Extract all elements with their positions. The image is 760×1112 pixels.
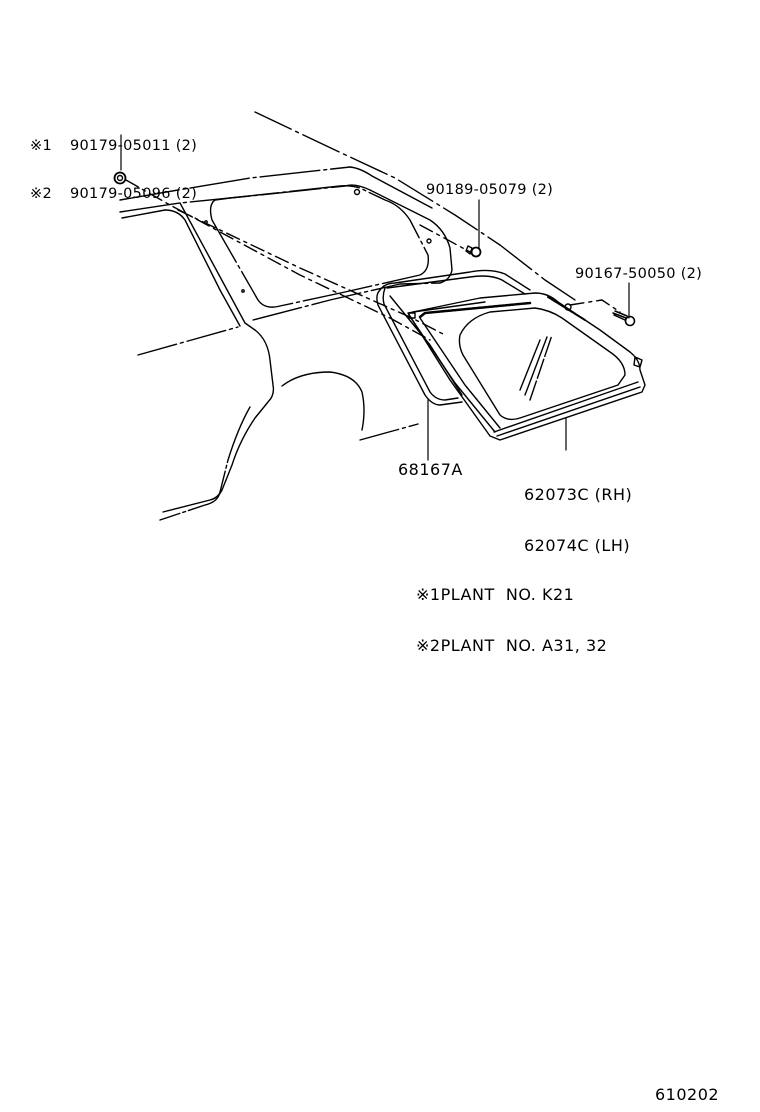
note-mark: ※2 [30,186,52,202]
callout-nut-line-1: ※1 90179-05011 (2) [30,138,197,154]
callout-glass: 62073C (RH) 62074C (LH) [524,452,632,571]
plant-notes: ※1PLANT NO. K21 ※2PLANT NO. A31, 32 [416,552,607,671]
body-window-opening [204,185,432,308]
callout-weatherstrip: 68167A [398,460,463,479]
note-mark: ※1 [416,585,441,604]
note-text: PLANT NO. A31, 32 [440,636,608,655]
quarter-glass-assembly [407,292,646,441]
note-mark: ※2 [416,636,441,655]
nut-icon [113,134,127,185]
plant-note-1: ※1PLANT NO. K21 [416,586,607,603]
screw-icon [612,282,636,327]
callout-glass-lh: 62074C (LH) [524,536,631,555]
part-number: 90179-05096 (2) [70,186,198,202]
c-pillar [137,202,441,356]
clip-icon [465,199,482,258]
callout-clip: 90189-05079 (2) [426,182,554,198]
figure-number: 610202 [655,1085,720,1104]
rear-fender [159,329,419,521]
plant-note-2: ※2PLANT NO. A31, 32 [416,637,607,654]
callout-screw: 90167-50050 (2) [575,266,703,282]
callout-glass-rh: 62073C (RH) [524,485,633,504]
note-mark: ※1 [30,138,52,154]
note-text: PLANT NO. K21 [440,585,575,604]
roof-outline [254,111,576,301]
callout-nut: ※1 90179-05011 (2) ※2 90179-05096 (2) [30,106,197,218]
part-number: 90179-05011 (2) [70,138,198,154]
callout-nut-line-2: ※2 90179-05096 (2) [30,186,197,202]
leader-lines [427,399,567,461]
install-lines [125,179,621,341]
